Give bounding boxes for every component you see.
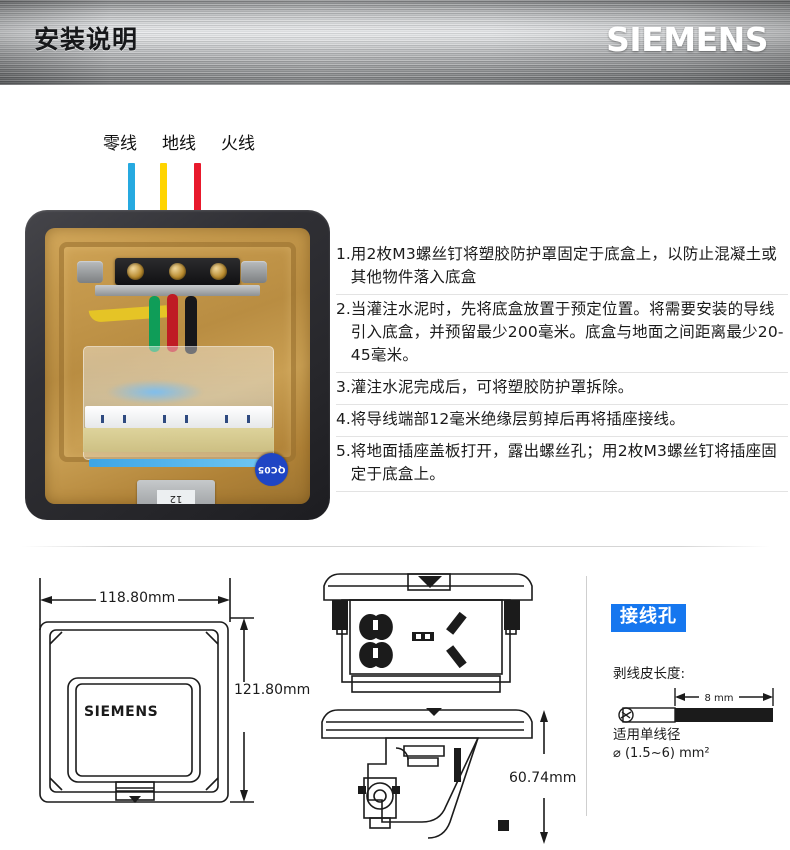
step-number: 1.: [336, 245, 351, 263]
wire-label-neutral: 零线: [103, 134, 137, 154]
wire-diameter-value: ⌀ (1.5~6) mm²: [613, 746, 710, 761]
faceplate-brand-label: SIEMENS: [84, 704, 159, 720]
panel-divider: [586, 576, 587, 816]
cable-clamp-left: [77, 261, 103, 283]
step-text: 将地面插座盖板打开，露出螺丝孔；用2枚M3螺丝钉将插座固定于底盒上。: [350, 442, 777, 483]
contact-pin: [163, 415, 166, 423]
step-number: 2.: [336, 300, 351, 318]
contact-pin: [185, 415, 188, 423]
page-title: 安装说明: [34, 25, 139, 54]
instruction-item: 5. 将地面插座盖板打开，露出螺丝孔；用2枚M3螺丝钉将插座固定于底盒上。: [336, 437, 788, 492]
technical-drawings: 118.80mm 121.80mm SIEMENS: [0, 552, 790, 847]
contact-pin: [225, 415, 228, 423]
product-photo-floor-socket: 12 QC05: [25, 210, 330, 520]
wire-ground-yellow: [160, 163, 167, 253]
step-number: 4.: [336, 410, 351, 428]
strip-length-label: 剥线皮长度:: [613, 666, 686, 682]
contact-pin: [101, 415, 104, 423]
wire-label-live: 火线: [221, 134, 255, 154]
depth-dimension-label: 60.74mm: [506, 770, 580, 786]
blue-highlight: [107, 380, 203, 404]
wire-label-group: 零线 地线 火线: [100, 136, 330, 162]
socket-back-box: 12 QC05: [45, 228, 310, 504]
wire-label-ground: 地线: [162, 134, 196, 154]
faceplate-front-view-drawing: [39, 578, 254, 803]
terminal-mounting-plate: [95, 285, 260, 296]
instruction-item: 4. 将导线端部12毫米绝缘层剪掉后再将插座接线。: [336, 405, 788, 437]
cable-clamp-right: [241, 261, 267, 283]
wire-diameter-label: 适用单线径: [613, 727, 681, 743]
strip-length-value: 8 mm: [704, 693, 733, 704]
step-number: 3.: [336, 378, 351, 396]
contact-pin: [247, 415, 250, 423]
step-text: 灌注水泥完成后，可将塑胶防护罩拆除。: [350, 378, 634, 396]
wire-live-red: [194, 163, 201, 253]
siemens-logo: SIEMENS: [606, 20, 768, 59]
metal-tag-label: 12: [157, 490, 195, 504]
instruction-item: 2. 当灌注水泥时，先将底盒放置于预定位置。将需要安装的导线引入底盒，并预留最少…: [336, 295, 788, 373]
step-text: 用2枚M3螺丝钉将塑胶防护罩固定于底盒上，以防止混凝土或其他物件落入底盒: [350, 245, 777, 286]
width-dimension-label: 118.80mm: [96, 590, 179, 606]
step-text: 将导线端部12毫米绝缘层剪掉后再将插座接线。: [350, 410, 685, 428]
terminal-screw-neutral: [127, 263, 144, 280]
terminal-screw-ground: [169, 263, 186, 280]
socket-open-view-drawing: [323, 573, 533, 693]
metal-id-tag: 12: [137, 480, 215, 504]
contact-pin: [123, 415, 126, 423]
terminal-block: [115, 258, 240, 285]
instruction-item: 1. 用2枚M3螺丝钉将塑胶防护罩固定于底盒上，以防止混凝土或其他物件落入底盒: [336, 240, 788, 295]
internal-wire-black: [185, 296, 197, 354]
instruction-list: 1. 用2枚M3螺丝钉将塑胶防护罩固定于底盒上，以防止混凝土或其他物件落入底盒 …: [336, 240, 788, 492]
wiring-hole-badge: 接线孔: [611, 604, 686, 632]
step-text: 当灌注水泥时，先将底盒放置于预定位置。将需要安装的导线引入底盒，并预留最少200…: [350, 300, 784, 364]
stripped-wire-diagram: 8 mm: [618, 688, 774, 723]
qc-sticker: QC05: [255, 453, 288, 486]
page-header: 安装说明 SIEMENS: [0, 0, 790, 85]
wire-neutral-blue: [128, 163, 135, 253]
step-number: 5.: [336, 442, 351, 460]
blue-tape-band: [89, 459, 265, 467]
height-dimension-label: 121.80mm: [231, 682, 314, 698]
instruction-item: 3. 灌注水泥完成后，可将塑胶防护罩拆除。: [336, 373, 788, 405]
socket-contact-strip: [85, 406, 272, 428]
internal-wire-green: [149, 296, 160, 352]
internal-wire-red: [167, 294, 178, 352]
terminal-screw-live: [210, 263, 227, 280]
section-divider: [22, 546, 770, 547]
socket-side-profile-drawing: [321, 708, 548, 844]
foam-gasket: [83, 428, 274, 452]
